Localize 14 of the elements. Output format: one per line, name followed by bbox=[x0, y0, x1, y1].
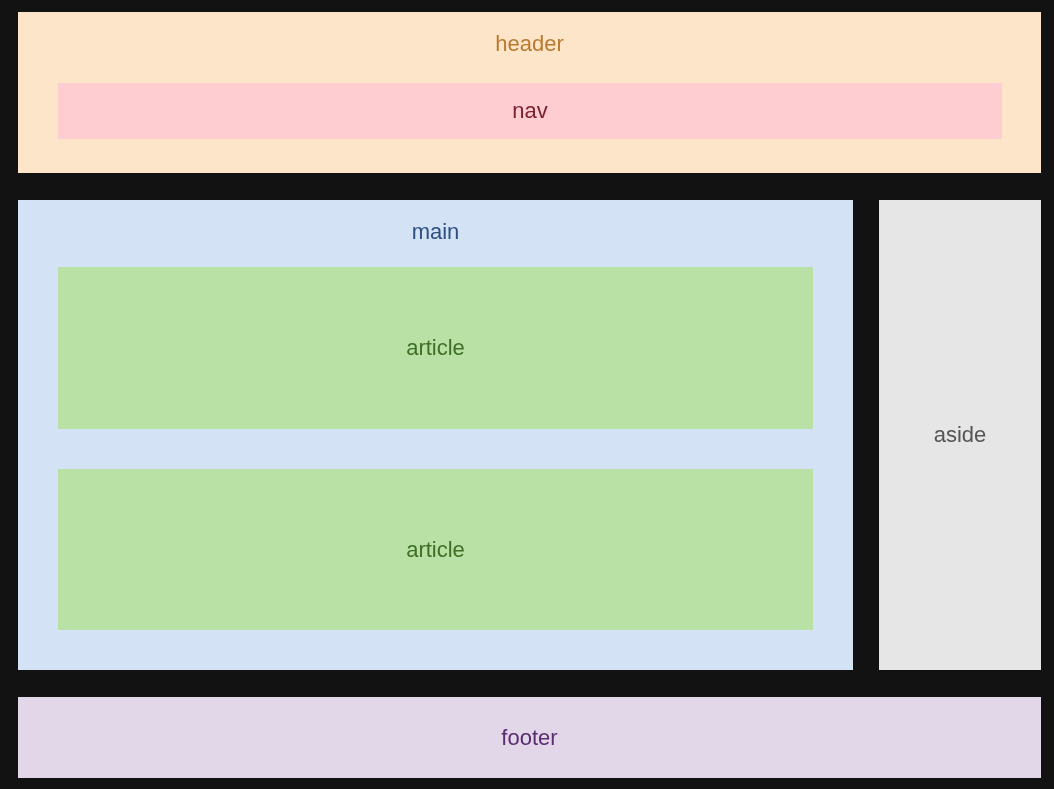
aside-panel bbox=[879, 200, 1041, 670]
main-panel bbox=[18, 200, 853, 670]
header-label: header bbox=[495, 30, 564, 57]
footer-bar bbox=[18, 697, 1041, 778]
article-box bbox=[58, 267, 813, 429]
article-label: article bbox=[406, 535, 465, 563]
main-label: main bbox=[411, 218, 460, 245]
aside-label: aside bbox=[933, 421, 987, 448]
nav-label: nav bbox=[512, 97, 548, 124]
nav-bar bbox=[58, 83, 1002, 139]
footer-label: footer bbox=[501, 723, 558, 751]
header-box bbox=[18, 12, 1041, 173]
article-box bbox=[58, 469, 813, 630]
article-label: article bbox=[406, 334, 465, 361]
